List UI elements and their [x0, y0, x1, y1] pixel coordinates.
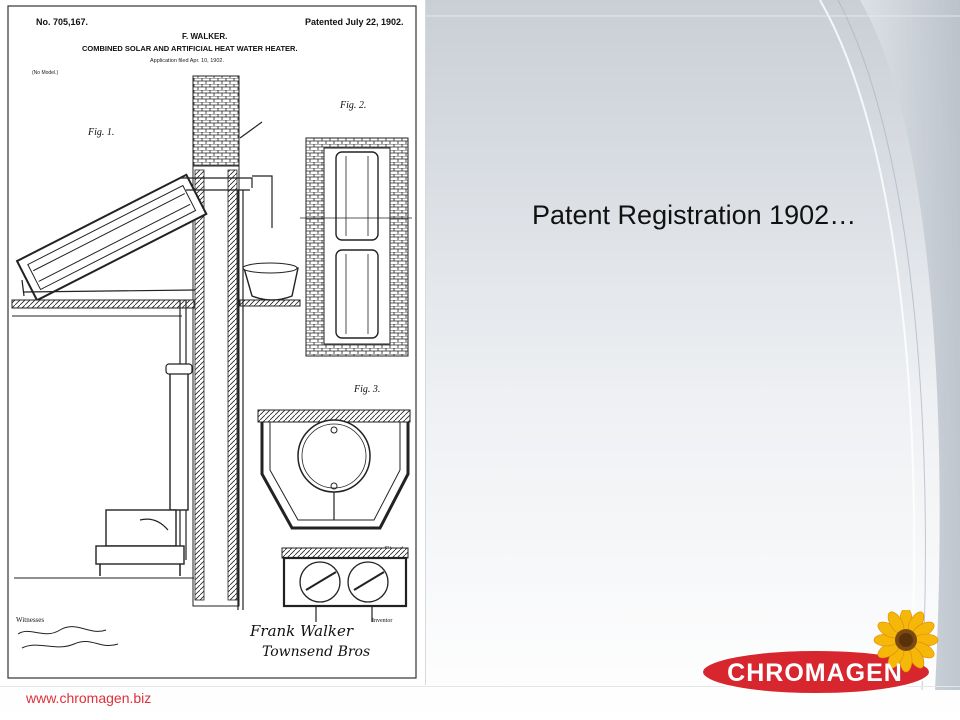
patent-number: No. 705,167.: [36, 17, 88, 27]
sunflower-icon: [873, 607, 939, 673]
chromagen-logo-graphic: [701, 607, 939, 695]
attorney-signature: Townsend Bros: [262, 644, 370, 660]
inventor-signature: Frank Walker: [249, 622, 354, 640]
fig2-label: Fig. 2.: [339, 100, 366, 111]
inventor-label: Inventor: [372, 618, 392, 624]
slide-title: Patent Registration 1902…: [532, 200, 857, 230]
patent-drawing: No. 705,167. Patented July 22, 1902. F. …: [0, 0, 426, 685]
fig3-label: Fig. 3.: [353, 384, 380, 395]
chromagen-logo: CHROMAGEN: [700, 607, 940, 695]
footer-divider: [0, 686, 960, 687]
patent-illustration: No. 705,167. Patented July 22, 1902. F. …: [7, 5, 417, 679]
patent-model: (No Model.): [32, 70, 58, 76]
patent-inventor: F. WALKER.: [182, 32, 227, 41]
chromagen-wordmark: CHROMAGEN: [727, 658, 903, 687]
witnesses-label: Witnesses: [16, 616, 44, 624]
patent-date: Patented July 22, 1902.: [305, 17, 404, 27]
fig1-label: Fig. 1.: [87, 127, 114, 138]
patent-application: Application filed Apr. 10, 1902.: [150, 58, 224, 64]
footer-url-link[interactable]: www.chromagen.biz: [26, 690, 152, 706]
patent-title: COMBINED SOLAR AND ARTIFICIAL HEAT WATER…: [82, 44, 298, 53]
